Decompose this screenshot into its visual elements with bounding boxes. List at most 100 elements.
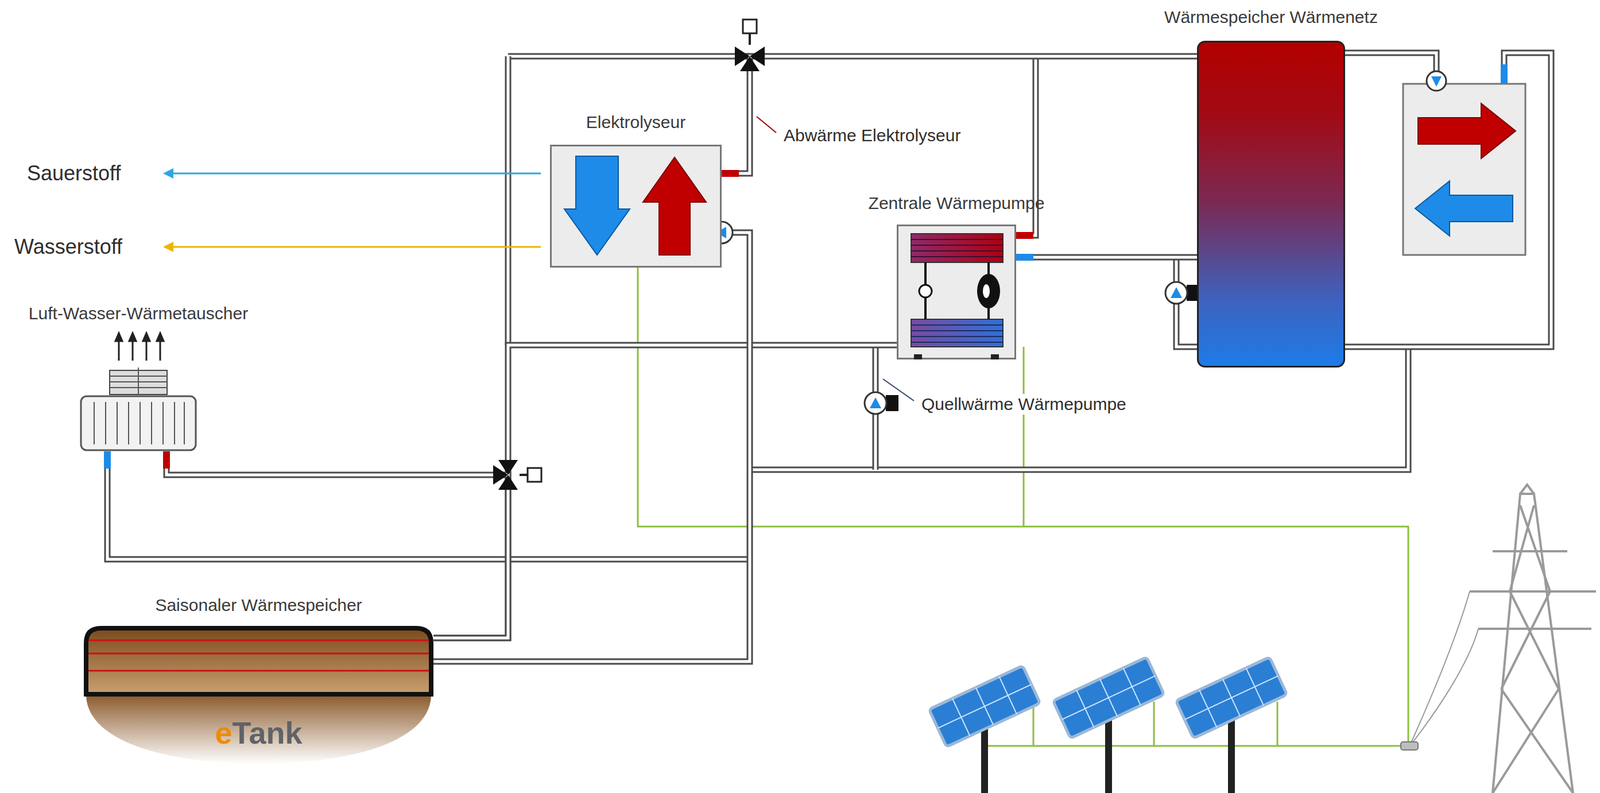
pv-panel-part-part xyxy=(928,665,1041,747)
pipe-inner xyxy=(1016,256,1197,259)
pv-panel-part xyxy=(928,665,1041,747)
air-water-heat-exchanger: Luft-Wasser-Wärmetauscher xyxy=(79,367,197,452)
three-way-valve-part xyxy=(527,467,542,482)
pipe-stub-part xyxy=(1016,253,1034,261)
heat-storage-tank: Wärmespeicher Wärmenetz xyxy=(1196,40,1346,368)
air-water-heat-exchanger-shape-part xyxy=(94,401,185,445)
pipe-stub-part xyxy=(1016,231,1034,239)
product-arrow xyxy=(163,168,541,253)
heat-exchanger-box xyxy=(1403,83,1526,255)
air-flow-arrow-part xyxy=(145,338,148,361)
pv-panel-part-part xyxy=(1052,656,1165,738)
pipe-part xyxy=(1345,52,1437,84)
pump-symbol-part xyxy=(1165,281,1188,304)
electric-wire-part xyxy=(1153,701,1156,746)
node-heading: Zentrale Wärmepumpe xyxy=(868,192,1045,214)
three-way-valve-part xyxy=(740,56,760,72)
pipe-part xyxy=(1345,52,1552,347)
heat-pump-box-shape xyxy=(896,224,1017,360)
power-pylon xyxy=(1400,484,1596,793)
pipe-connection xyxy=(433,345,897,638)
three-way-valve xyxy=(734,19,765,72)
callout-label: Quellwärme Wärmepumpe xyxy=(919,393,1129,415)
pipe-connector xyxy=(433,345,897,638)
product-arrow-part xyxy=(163,241,174,253)
three-way-valve-part xyxy=(742,19,757,34)
power-pylon-part xyxy=(1469,551,1596,629)
heat-pump-box-shape-part xyxy=(911,239,1003,257)
pipe-part xyxy=(508,55,750,58)
heat-pump-box-shape-part xyxy=(913,354,922,360)
electric-wire-part xyxy=(982,745,1409,747)
electrolyser-box-shape-part xyxy=(642,157,707,255)
node-heading: Luft-Wasser-Wärmetauscher xyxy=(28,303,249,324)
product-label: Sauerstoff xyxy=(24,161,123,186)
seasonal-storage-shape-part xyxy=(86,628,432,695)
air-flow-arrow-part xyxy=(118,338,120,361)
pipe-stub-part xyxy=(721,169,739,177)
electric-wire-part xyxy=(1023,346,1025,527)
pump-symbol-part xyxy=(885,394,899,412)
seasonal-storage-shape-part xyxy=(88,640,429,671)
product-arrow-part xyxy=(171,246,541,249)
pump-symbol-part xyxy=(864,392,887,414)
air-flow-arrow-part xyxy=(159,338,162,361)
pv-panel-part xyxy=(1227,717,1235,793)
node-heading: Elektrolyseur xyxy=(586,111,686,133)
pv-panel-part-part xyxy=(1052,656,1165,738)
product-arrow-part xyxy=(171,172,541,175)
electric-wire-part xyxy=(1032,707,1035,746)
heat-pump-box-shape-part xyxy=(977,273,1001,309)
power-pylon-part xyxy=(1492,493,1574,793)
node-heading: Wärmespeicher Wärmenetz xyxy=(1164,6,1378,28)
electric-wire-part xyxy=(1276,701,1279,746)
callout-label: Abwärme Elektrolyseur xyxy=(781,125,963,146)
pipe-connection xyxy=(721,56,1197,174)
pipe-part xyxy=(107,451,750,560)
heat-pump-box-shape-part xyxy=(911,233,1003,263)
pipe-stub-part xyxy=(103,451,111,469)
air-flow-arrow-part xyxy=(156,332,164,342)
heat-exchanger-box-part xyxy=(1403,83,1526,255)
air-water-heat-exchanger-shape xyxy=(79,367,197,452)
heat-exchanger-box-part xyxy=(1418,103,1516,159)
pipe-part xyxy=(1345,52,1552,347)
pump-symbol-part xyxy=(1426,71,1447,91)
pv-panel-part xyxy=(1175,656,1288,738)
power-pylon-part xyxy=(1409,628,1479,747)
air-flow-arrow-part xyxy=(129,332,137,342)
pv-panel-part-part xyxy=(928,665,1041,747)
pv-panel-part xyxy=(1052,656,1165,738)
pv-panel-part-part xyxy=(1175,656,1288,738)
three-way-valve-part xyxy=(748,33,751,45)
air-flow-arrow-part xyxy=(115,332,123,342)
pv-panel xyxy=(928,656,1288,793)
power-pylon-part xyxy=(1400,741,1419,750)
pipe-connection xyxy=(1016,257,1197,258)
pump-symbol-part xyxy=(1431,76,1442,87)
three-way-valve-part xyxy=(493,465,509,485)
air-flow-arrow xyxy=(115,332,164,361)
heat-pump-box-shape-part xyxy=(982,284,990,298)
seasonal-storage: Saisonaler WärmespeichereTank xyxy=(83,625,434,764)
pipe-part xyxy=(506,56,510,346)
pipe-connector xyxy=(1016,254,1197,261)
three-way-valve xyxy=(493,459,542,490)
air-flow-arrow-part xyxy=(132,338,134,361)
pipe-connection xyxy=(433,232,750,662)
heat-exchanger-box-part xyxy=(1415,180,1513,236)
pipe-stub-part xyxy=(163,451,170,469)
leader-line-part xyxy=(756,116,777,133)
air-water-heat-exchanger-shape-part xyxy=(109,367,168,395)
node-heading: Saisonaler Wärmespeicher xyxy=(155,594,362,616)
pipe-inner xyxy=(433,345,897,638)
pipe-part xyxy=(508,53,750,60)
electrolyser-box: Elektrolyseur xyxy=(549,144,722,268)
heat-pump-box-shape-part xyxy=(911,319,1003,347)
pv-panel-part-part xyxy=(1175,656,1288,738)
power-pylon-part xyxy=(1492,505,1574,793)
heat-pump-box-shape-part xyxy=(919,284,932,298)
pipe-inner xyxy=(433,232,750,662)
node-body-text: eTank xyxy=(83,714,434,751)
air-flow-arrow-part xyxy=(142,332,150,342)
